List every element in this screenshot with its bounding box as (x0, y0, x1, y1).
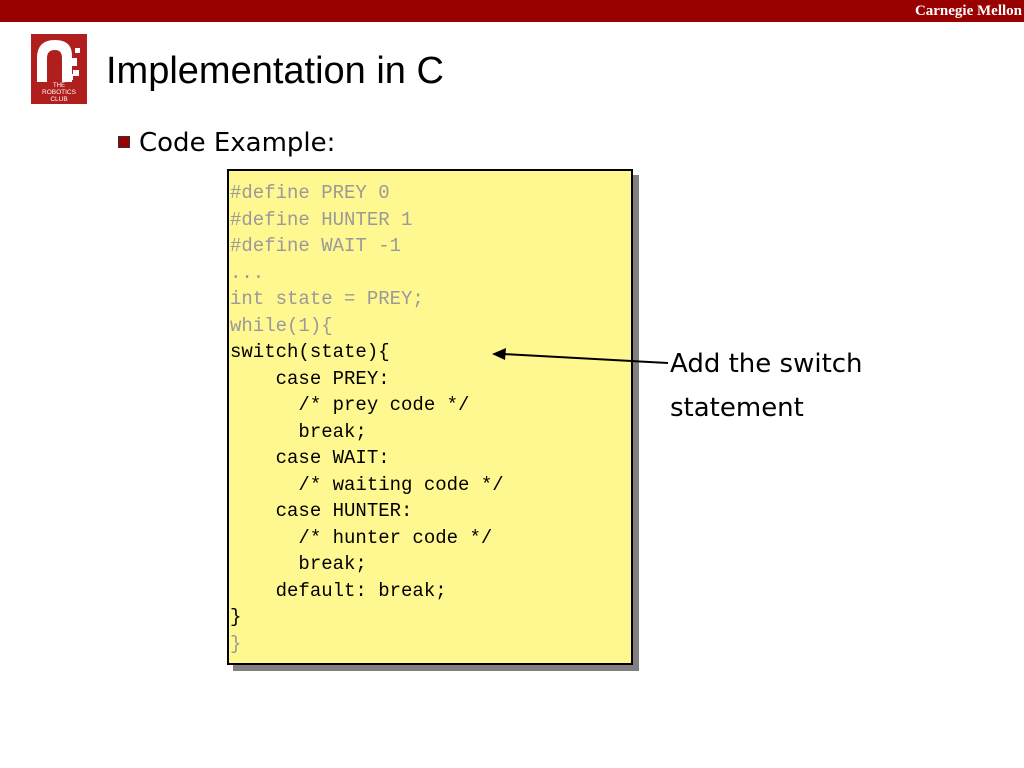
code-line: /* waiting code */ (230, 473, 504, 496)
code-line: #define HUNTER 1 (230, 208, 413, 231)
annotation-line-2: statement (670, 393, 804, 423)
code-block: #define PREY 0 #define HUNTER 1 #define WA… (230, 180, 504, 657)
square-bullet-icon (118, 136, 130, 148)
code-line: int state = PREY; (230, 288, 424, 310)
robotics-club-logo: THE ROBOTICS CLUB (31, 34, 87, 104)
code-line: /* prey code */ (230, 394, 470, 416)
bullet-text: Code Example: (139, 128, 336, 158)
code-line: } (230, 632, 242, 655)
slide-title: Implementation in C (106, 50, 444, 92)
annotation-line-1: Add the switch (670, 349, 863, 379)
code-line: } (230, 606, 242, 628)
code-line: #define PREY 0 (230, 182, 390, 204)
code-box: #define PREY 0 #define HUNTER 1 #define WA… (227, 169, 633, 665)
logo-text-1: THE (53, 83, 65, 89)
logo-text-2: ROBOTICS (42, 89, 77, 96)
code-line: case PREY: (230, 367, 390, 390)
header-bar: Carnegie Mellon (0, 0, 1024, 22)
code-line: #define WAIT -1 (230, 235, 402, 257)
org-name: Carnegie Mellon (914, 3, 1022, 19)
code-line: ... (230, 261, 265, 284)
code-line: break; (230, 420, 367, 443)
logo-text-3: CLUB (50, 96, 67, 103)
code-line: case HUNTER: (230, 500, 413, 522)
code-line: switch(state){ (230, 341, 390, 363)
code-line: default: break; (230, 579, 447, 602)
code-line: case WAIT: (230, 447, 390, 469)
code-line: break; (230, 553, 367, 575)
annotation-text: Add the switch statement (670, 342, 863, 430)
code-line: while(1){ (230, 314, 333, 337)
code-line: /* hunter code */ (230, 526, 493, 549)
